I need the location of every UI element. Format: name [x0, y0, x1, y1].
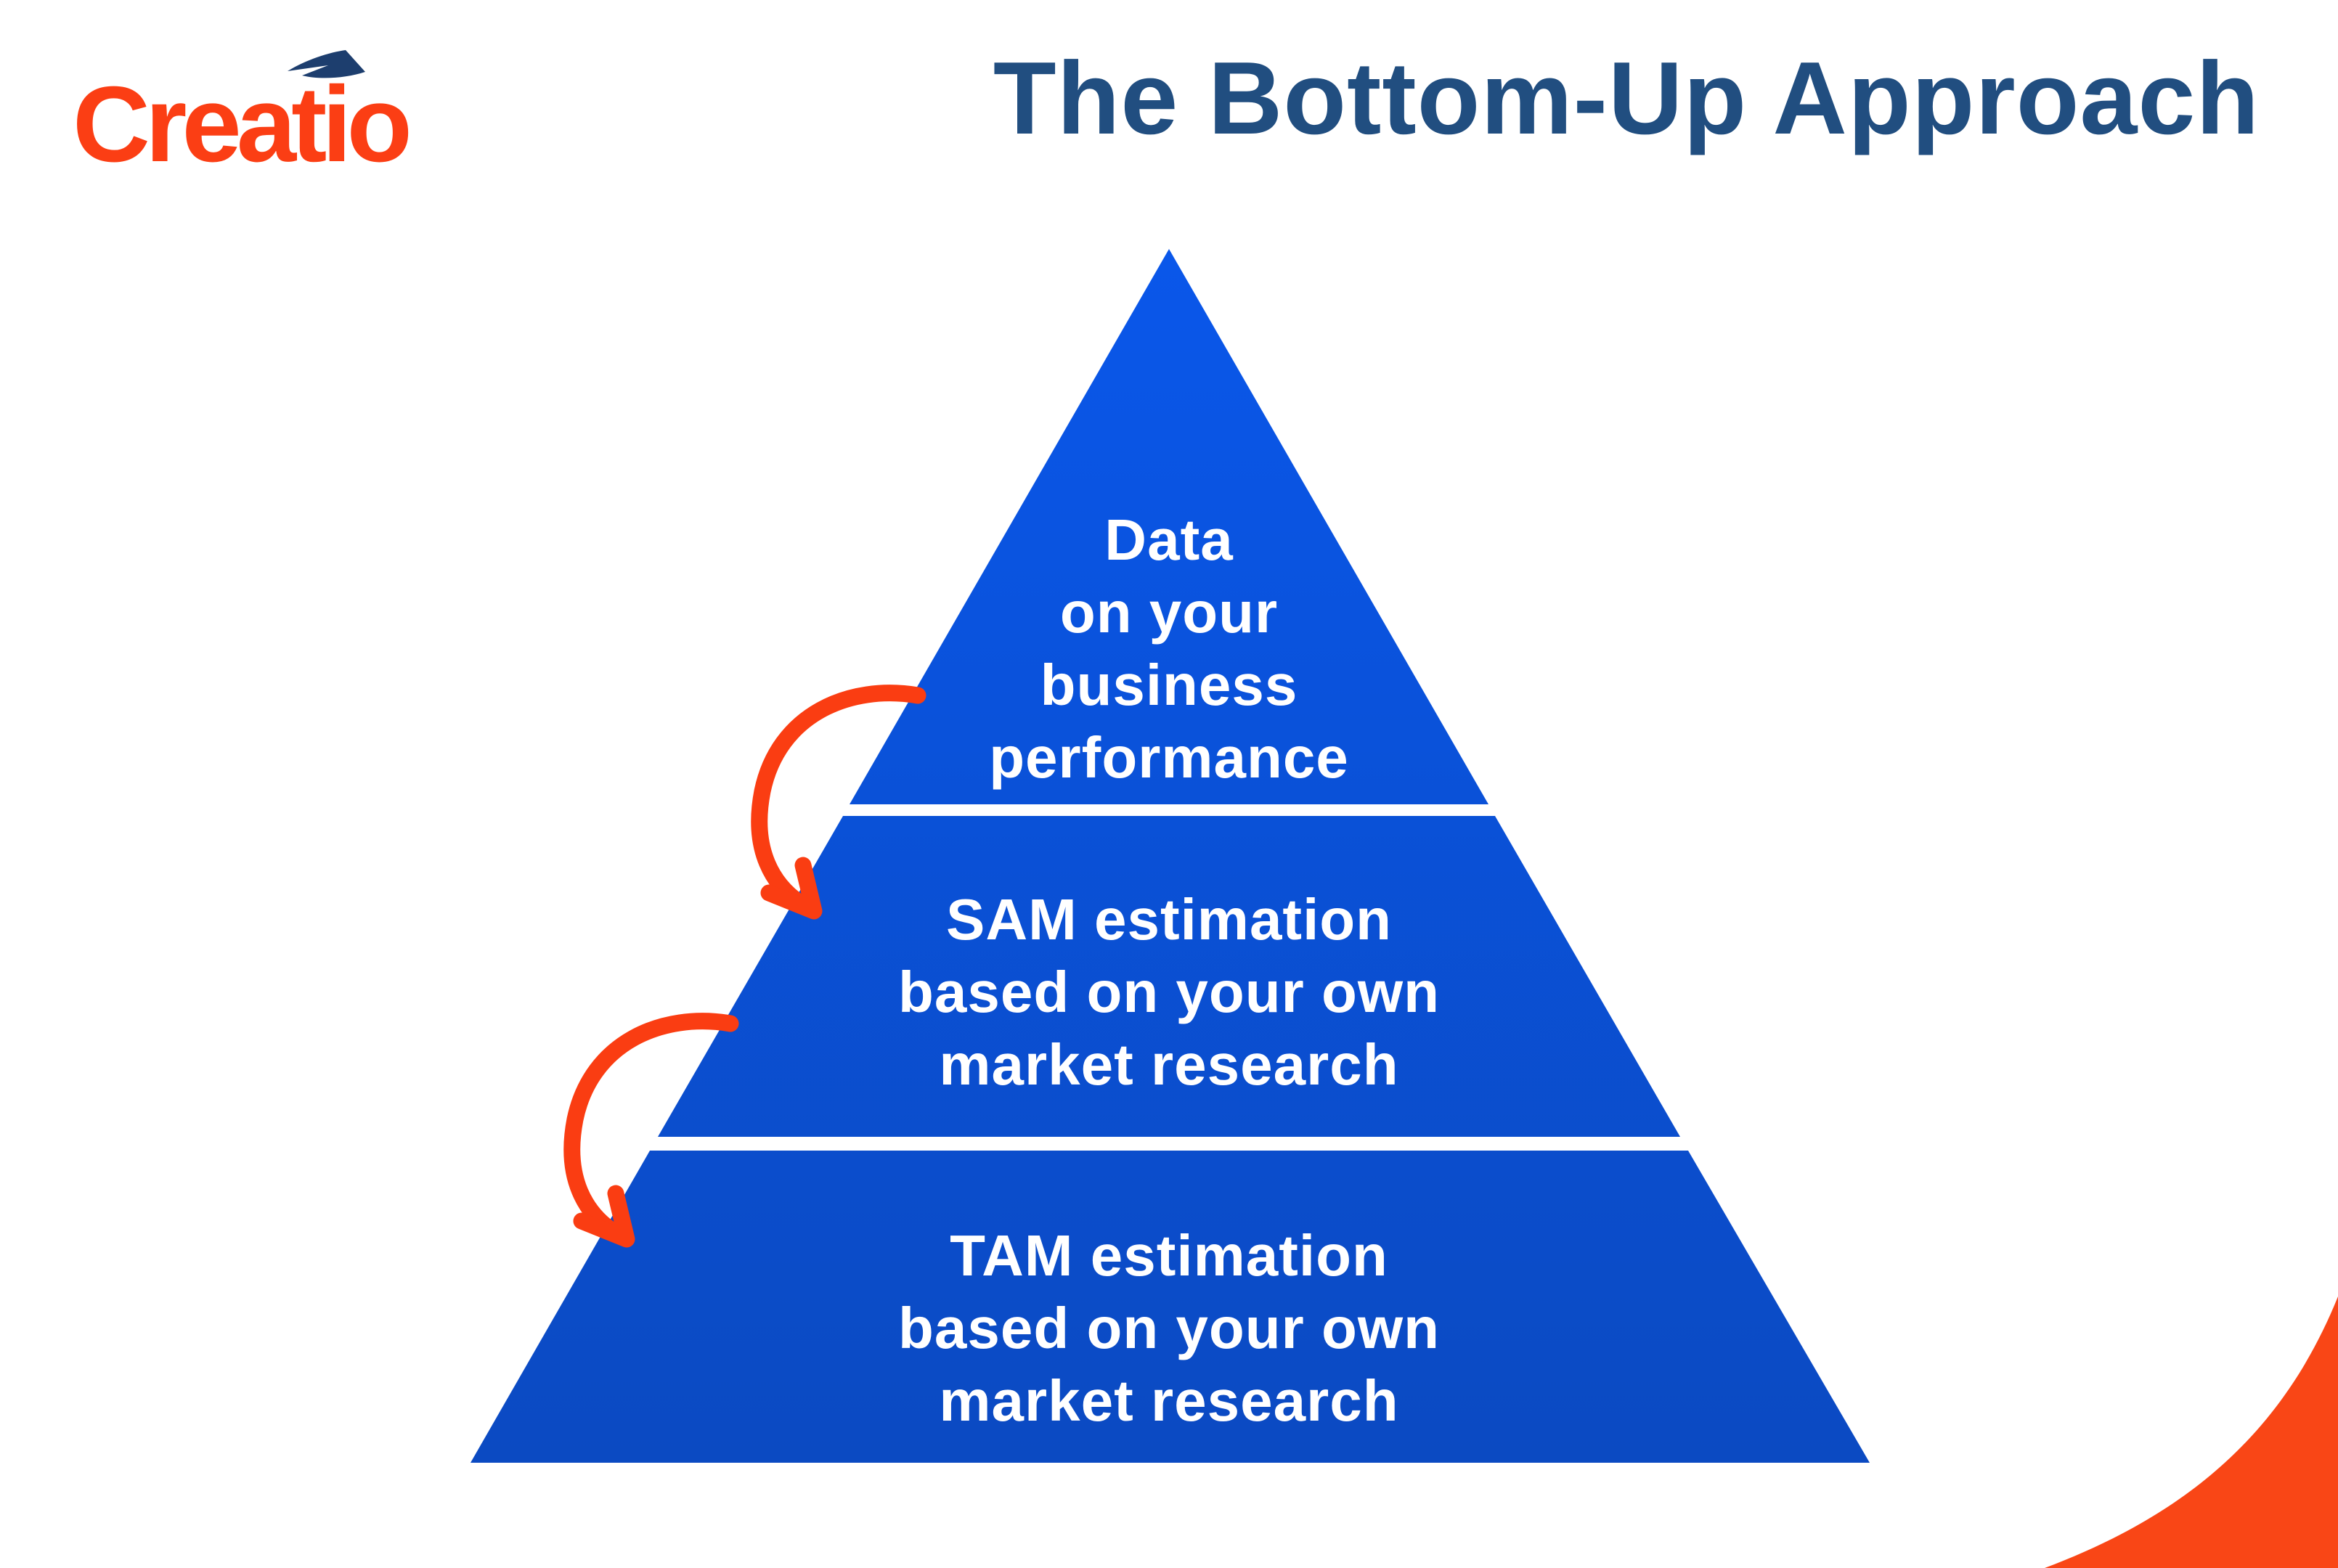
creatio-logo-arrow-icon	[288, 50, 365, 78]
pyramid-top-level-label: Data on your business performance	[733, 504, 1605, 794]
label-line: based on your own	[898, 1296, 1440, 1360]
label-line: business	[1040, 653, 1298, 717]
pyramid-bottom-level-label: TAM estimation based on your own market …	[733, 1220, 1605, 1437]
pyramid-top-level-shape	[850, 249, 1488, 804]
label-line: on your	[1059, 580, 1279, 645]
label-line: Data	[1104, 507, 1234, 572]
label-line: market research	[939, 1368, 1399, 1433]
pyramid-middle-level-label: SAM estimation based on your own market …	[733, 883, 1605, 1101]
creatio-logo: Creatio	[73, 50, 450, 184]
label-line: market research	[939, 1032, 1399, 1097]
label-line: based on your own	[898, 960, 1440, 1024]
creatio-logo-text: Creatio	[73, 65, 412, 184]
label-line: performance	[989, 725, 1349, 790]
curved-arrow-middle-to-bottom-icon	[563, 1013, 739, 1248]
page-title: The Bottom-Up Approach	[993, 41, 2260, 156]
label-line: TAM estimation	[950, 1223, 1388, 1288]
label-line: SAM estimation	[945, 887, 1393, 952]
pyramid-middle-level-shape	[658, 816, 1680, 1137]
pyramid-bottom-level-shape	[471, 1151, 1870, 1463]
corner-swoosh	[2045, 1297, 2338, 1568]
curved-arrow-top-to-middle-icon	[751, 685, 926, 920]
